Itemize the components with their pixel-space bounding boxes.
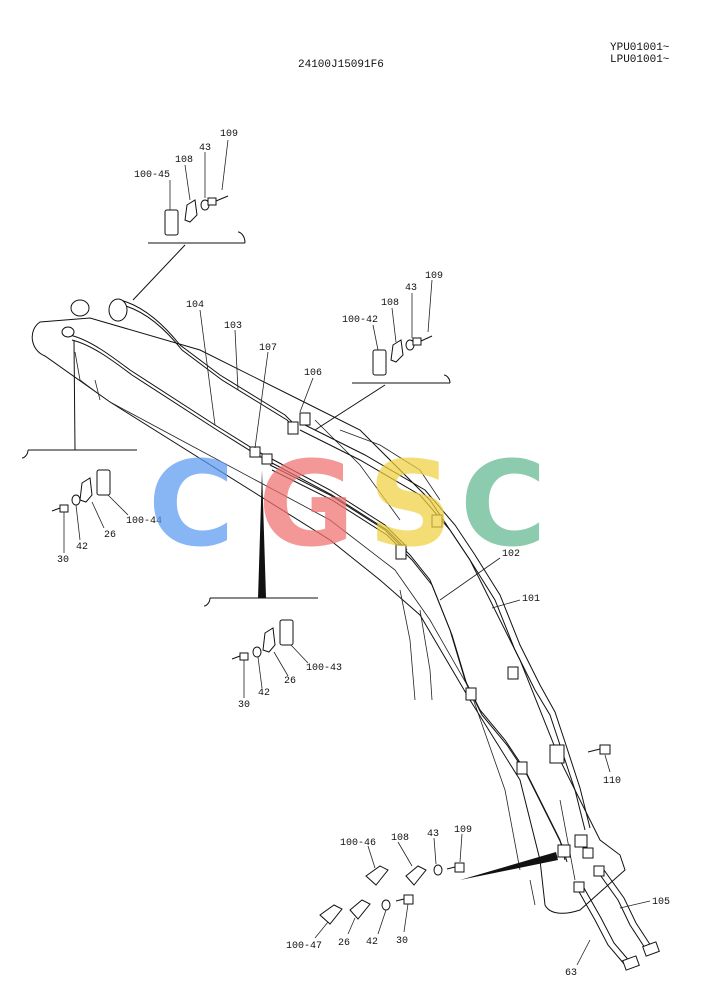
pipe-103 — [119, 299, 298, 431]
callout-100-44: 100-44 — [126, 516, 162, 527]
callout-43-top: 43 — [199, 143, 211, 154]
leader-104 — [199, 309, 216, 426]
callout-105: 105 — [652, 897, 670, 908]
callout-107: 107 — [259, 343, 277, 354]
callout-100-45: 100-45 — [134, 170, 170, 181]
callout-103: 103 — [224, 321, 242, 332]
callout-108-right: 108 — [381, 298, 399, 309]
leader-105 — [619, 900, 651, 909]
detail-group-right — [372, 279, 433, 376]
detail-group-middle — [231, 619, 309, 698]
callout-108-top: 108 — [175, 155, 193, 166]
callout-42-left: 42 — [76, 542, 88, 553]
callout-26-middle: 26 — [284, 676, 296, 687]
detail-group-bottom — [314, 894, 414, 939]
leader-63 — [576, 939, 591, 966]
clamp-plate-108 — [184, 199, 198, 223]
bolt-110 — [587, 744, 611, 773]
watermark-logo: C G S C — [148, 435, 547, 573]
hose-63 — [573, 881, 640, 971]
callout-30-left: 30 — [57, 555, 69, 566]
detail-group-lower — [365, 833, 465, 886]
bolt-109-shank — [215, 195, 229, 202]
detail-group-top — [164, 139, 229, 236]
callout-100-43: 100-43 — [306, 663, 342, 674]
watermark-letter-c2: C — [460, 435, 547, 573]
callout-30-bottom: 30 — [396, 936, 408, 947]
callout-104: 104 — [186, 300, 204, 311]
serial-range-1: YPU01001~ — [610, 42, 670, 54]
callout-102: 102 — [502, 549, 520, 560]
leader-101 — [491, 599, 521, 609]
callout-109-top: 109 — [220, 129, 238, 140]
callout-100-42: 100-42 — [342, 315, 378, 326]
pipe-102 — [269, 464, 568, 863]
part-code: 24100J15091F6 — [298, 59, 384, 71]
serial-range-2: LPU01001~ — [610, 54, 670, 66]
callout-109-lower: 109 — [454, 825, 472, 836]
callout-42-bottom: 42 — [366, 937, 378, 948]
clamp-block-100-45 — [164, 209, 179, 236]
callout-110: 110 — [603, 776, 621, 787]
callout-26-left: 26 — [104, 530, 116, 541]
watermark-letter-c1: C — [148, 435, 235, 573]
detail-pointers — [21, 231, 558, 880]
callout-100-46: 100-46 — [340, 838, 376, 849]
hose-105 — [593, 865, 660, 957]
detail-group-left — [51, 469, 129, 553]
watermark-letter-s: S — [368, 435, 453, 573]
bolt-109-head — [207, 197, 217, 206]
callout-30-middle: 30 — [238, 700, 250, 711]
leader-103 — [234, 329, 239, 391]
pipe-104 — [69, 334, 408, 551]
leader-106 — [299, 377, 314, 413]
pipe-clamps — [61, 298, 594, 859]
callout-101: 101 — [522, 594, 540, 605]
callout-43-lower: 43 — [427, 829, 439, 840]
leader-102 — [439, 557, 501, 601]
leader-107 — [254, 351, 269, 449]
callout-109-right: 109 — [425, 271, 443, 282]
callout-63: 63 — [565, 968, 577, 979]
callout-106: 106 — [304, 368, 322, 379]
callout-100-47: 100-47 — [286, 941, 322, 952]
boom-outline — [31, 317, 626, 914]
callout-42-middle: 42 — [258, 688, 270, 699]
callout-43-right: 43 — [405, 283, 417, 294]
watermark-letter-g: G — [258, 435, 355, 573]
callout-26-bottom: 26 — [338, 938, 350, 949]
callout-108-lower: 108 — [391, 833, 409, 844]
